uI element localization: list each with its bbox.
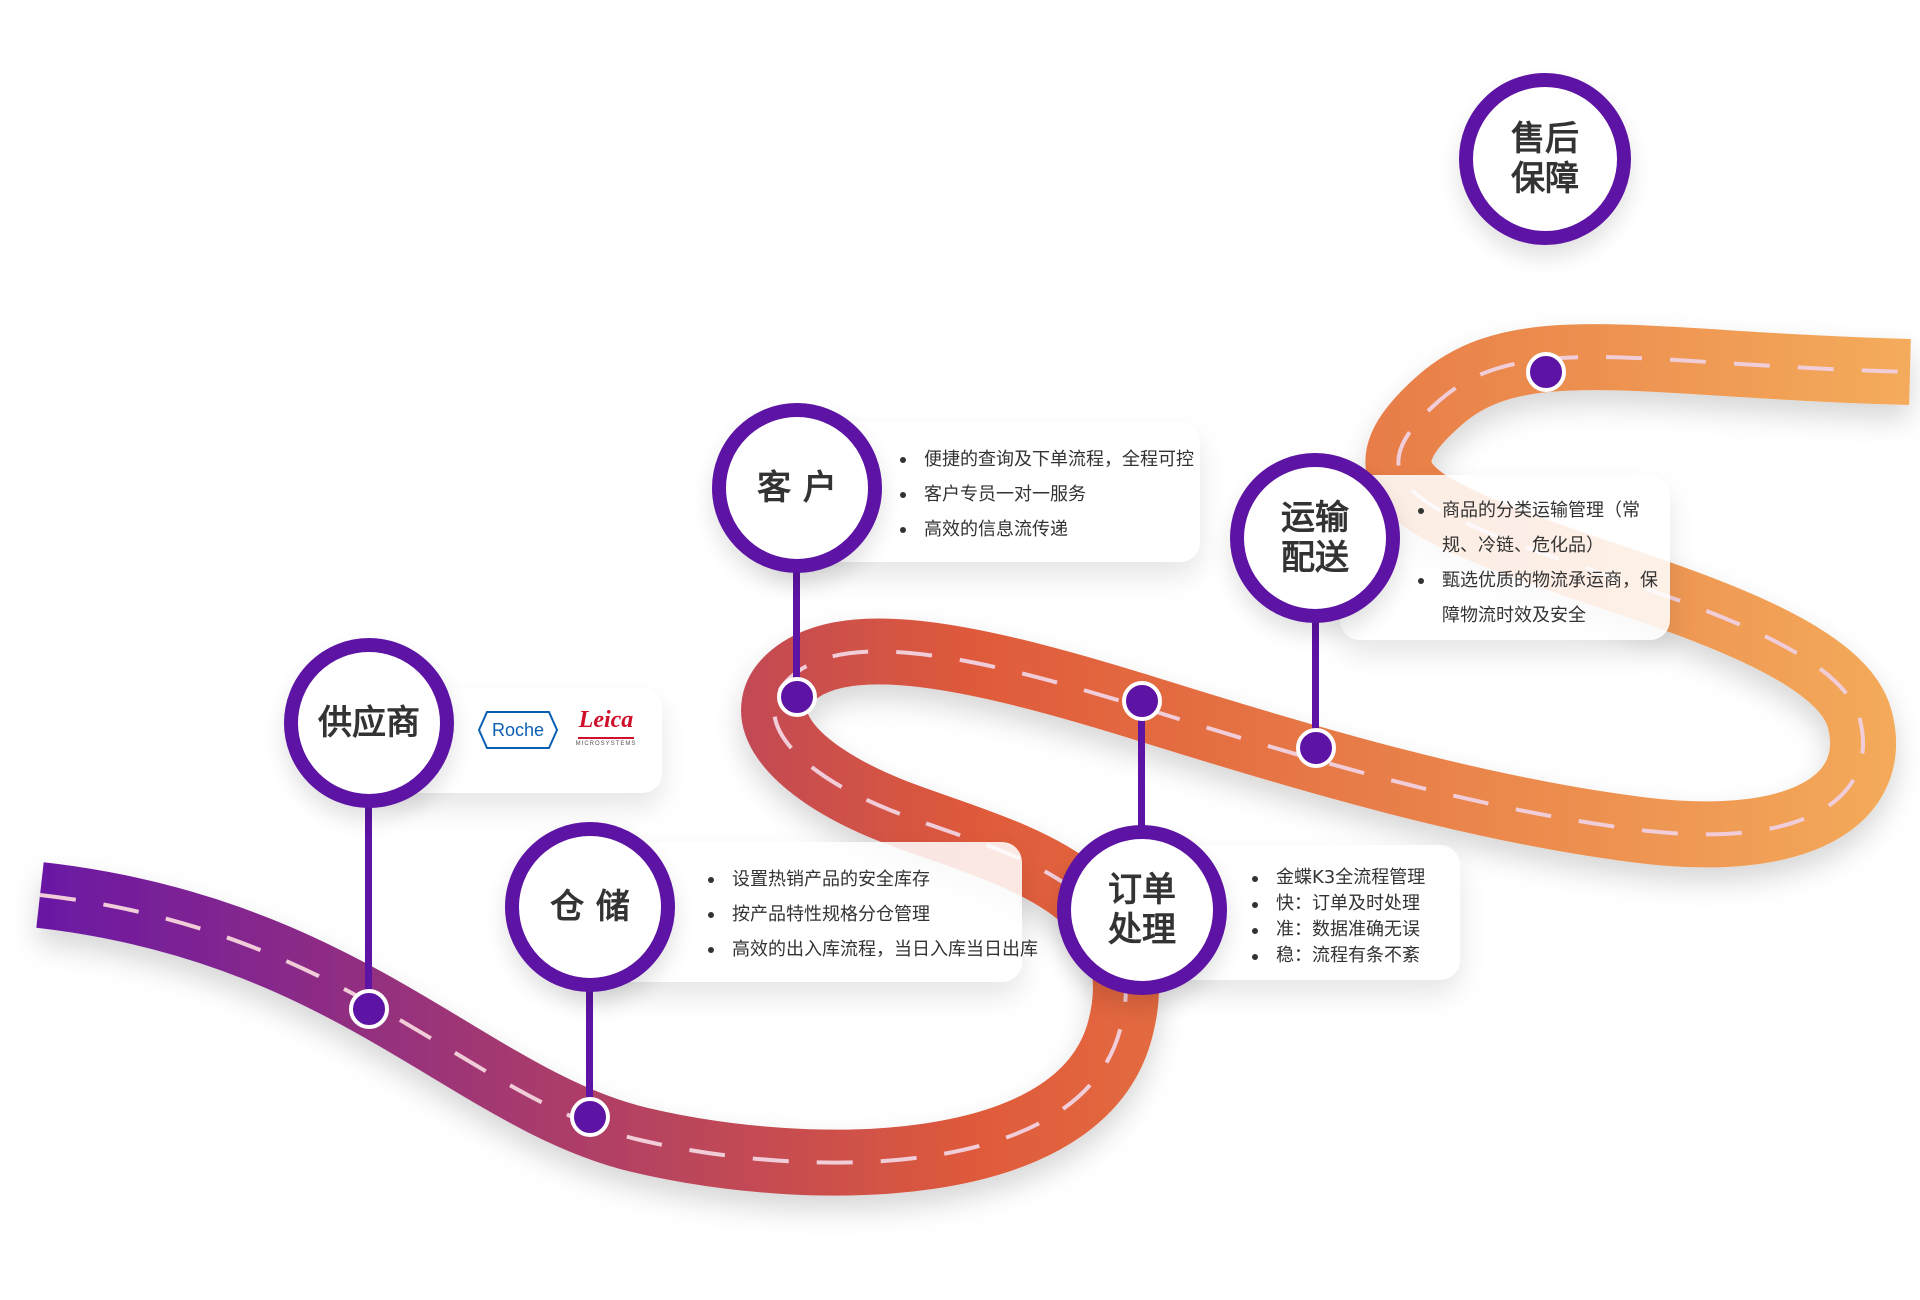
node-warehouse-line: 仓 储 (550, 887, 630, 927)
warehouse-bullets: 设置热销产品的安全库存 按产品特性规格分仓管理 高效的出入库流程，当日入库当日出… (708, 862, 1038, 967)
node-transport: 运输 配送 (1230, 453, 1400, 623)
warehouse-bullet: 高效的出入库流程，当日入库当日出库 (708, 932, 1038, 967)
transport-stem (1312, 605, 1319, 745)
supplier-pin (349, 989, 389, 1029)
node-warehouse: 仓 储 (505, 822, 675, 992)
node-supplier-line: 供应商 (318, 703, 420, 743)
warehouse-bullet: 按产品特性规格分仓管理 (708, 897, 1022, 932)
customer-bullet: 客户专员一对一服务 (900, 477, 1200, 512)
order-pin (1122, 681, 1162, 721)
node-order: 订单 处理 (1057, 825, 1227, 995)
node-aftersales-line-1: 售后 (1511, 119, 1579, 159)
leica-logo-subtext: MICROSYSTEMS (575, 741, 637, 747)
leica-logo: Leica MICROSYSTEMS (570, 705, 642, 753)
node-transport-line-2: 配送 (1281, 538, 1349, 578)
order-bullet: 快：订单及时处理 (1252, 891, 1460, 917)
supplier-stem (365, 795, 372, 1015)
transport-pin (1296, 728, 1336, 768)
leica-logo-underline (578, 737, 634, 739)
customer-pin (777, 677, 817, 717)
node-aftersales: 售后 保障 (1459, 73, 1631, 245)
node-customer-line: 客 户 (757, 468, 837, 508)
order-bullet: 准：数据准确无误 (1252, 917, 1460, 943)
order-bullets: 金蝶K3全流程管理 快：订单及时处理 准：数据准确无误 稳：流程有条不紊 (1252, 865, 1460, 969)
roche-logo-text: Roche (491, 720, 545, 740)
node-transport-line-1: 运输 (1281, 498, 1349, 538)
roche-logo: Roche (477, 710, 559, 750)
warehouse-bullet: 设置热销产品的安全库存 (708, 862, 1022, 897)
node-order-line-1: 订单 (1108, 870, 1176, 910)
node-supplier: 供应商 (284, 638, 454, 808)
aftersales-pin (1526, 352, 1566, 392)
node-customer: 客 户 (712, 403, 882, 573)
transport-bullet: 商品的分类运输管理（常规、冷链、危化品） (1418, 493, 1658, 563)
road-center-dashes (39, 355, 1911, 1165)
customer-bullet: 高效的信息流传递 (900, 512, 1200, 547)
transport-card: 商品的分类运输管理（常规、冷链、危化品） 甄选优质的物流承运商，保障物流时效及安… (1340, 475, 1670, 640)
customer-bullets: 便捷的查询及下单流程，全程可控 客户专员一对一服务 高效的信息流传递 (900, 442, 1200, 547)
warehouse-pin (570, 1097, 610, 1137)
node-aftersales-line-2: 保障 (1511, 159, 1579, 199)
transport-bullets: 商品的分类运输管理（常规、冷链、危化品） 甄选优质的物流承运商，保障物流时效及安… (1418, 493, 1658, 633)
transport-bullet: 甄选优质的物流承运商，保障物流时效及安全 (1418, 563, 1658, 633)
order-stem (1138, 705, 1145, 845)
order-bullet: 稳：流程有条不紊 (1252, 943, 1460, 969)
customer-bullet: 便捷的查询及下单流程，全程可控 (900, 442, 1200, 477)
order-bullet: 金蝶K3全流程管理 (1252, 865, 1460, 891)
node-order-line-2: 处理 (1108, 910, 1176, 950)
leica-logo-text: Leica (578, 707, 634, 733)
warehouse-stem (586, 975, 593, 1115)
customer-stem (793, 555, 800, 697)
